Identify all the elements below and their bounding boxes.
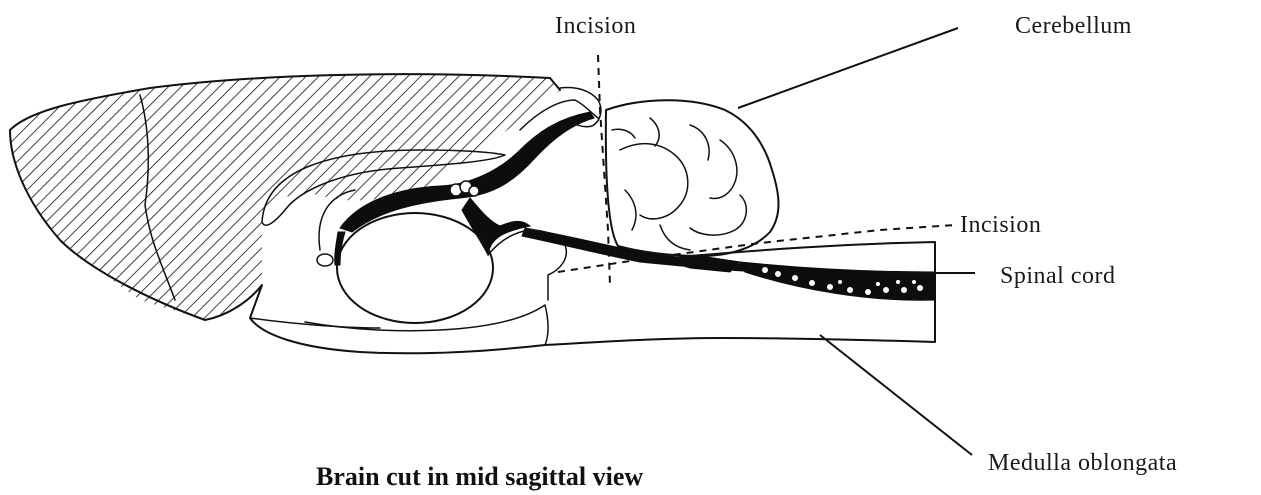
cerebellum-folia-3 xyxy=(710,140,737,198)
pineal-dot-3 xyxy=(469,186,479,196)
spinal-cord-region xyxy=(690,242,935,310)
figure-caption: Brain cut in mid sagittal view xyxy=(316,462,643,491)
cortex-hatch-fill xyxy=(10,74,560,320)
anterior-commissure xyxy=(317,254,333,266)
label-medulla: Medulla oblongata xyxy=(988,450,1177,476)
thalamus xyxy=(337,213,493,323)
cerebellum xyxy=(606,100,779,256)
cerebellum-folia-5 xyxy=(625,190,636,230)
cerebellum-leader xyxy=(738,28,958,108)
cerebellum-folia-8 xyxy=(612,129,635,138)
cerebellum-folia-1 xyxy=(620,144,688,219)
cerebellum-folia-6 xyxy=(660,225,690,250)
spinal-central-band xyxy=(740,262,935,300)
label-incision-right: Incision xyxy=(960,212,1041,238)
medulla-leader xyxy=(820,335,972,455)
cerebellum-outline xyxy=(606,100,779,256)
label-spinal-cord: Spinal cord xyxy=(1000,263,1115,289)
cerebellum-folia-2 xyxy=(690,125,709,160)
cerebellum-folia-7 xyxy=(650,118,659,146)
label-incision-top: Incision xyxy=(555,13,636,39)
label-cerebellum: Cerebellum xyxy=(1015,13,1132,39)
left-ventricle-edge xyxy=(335,232,345,265)
brainstem xyxy=(205,285,935,353)
cerebral-cortex xyxy=(10,74,560,320)
cerebellum-folia-4 xyxy=(690,195,746,235)
brainstem-outline xyxy=(205,285,935,353)
thalamus-outline xyxy=(337,213,493,323)
pons-outline xyxy=(305,305,548,345)
